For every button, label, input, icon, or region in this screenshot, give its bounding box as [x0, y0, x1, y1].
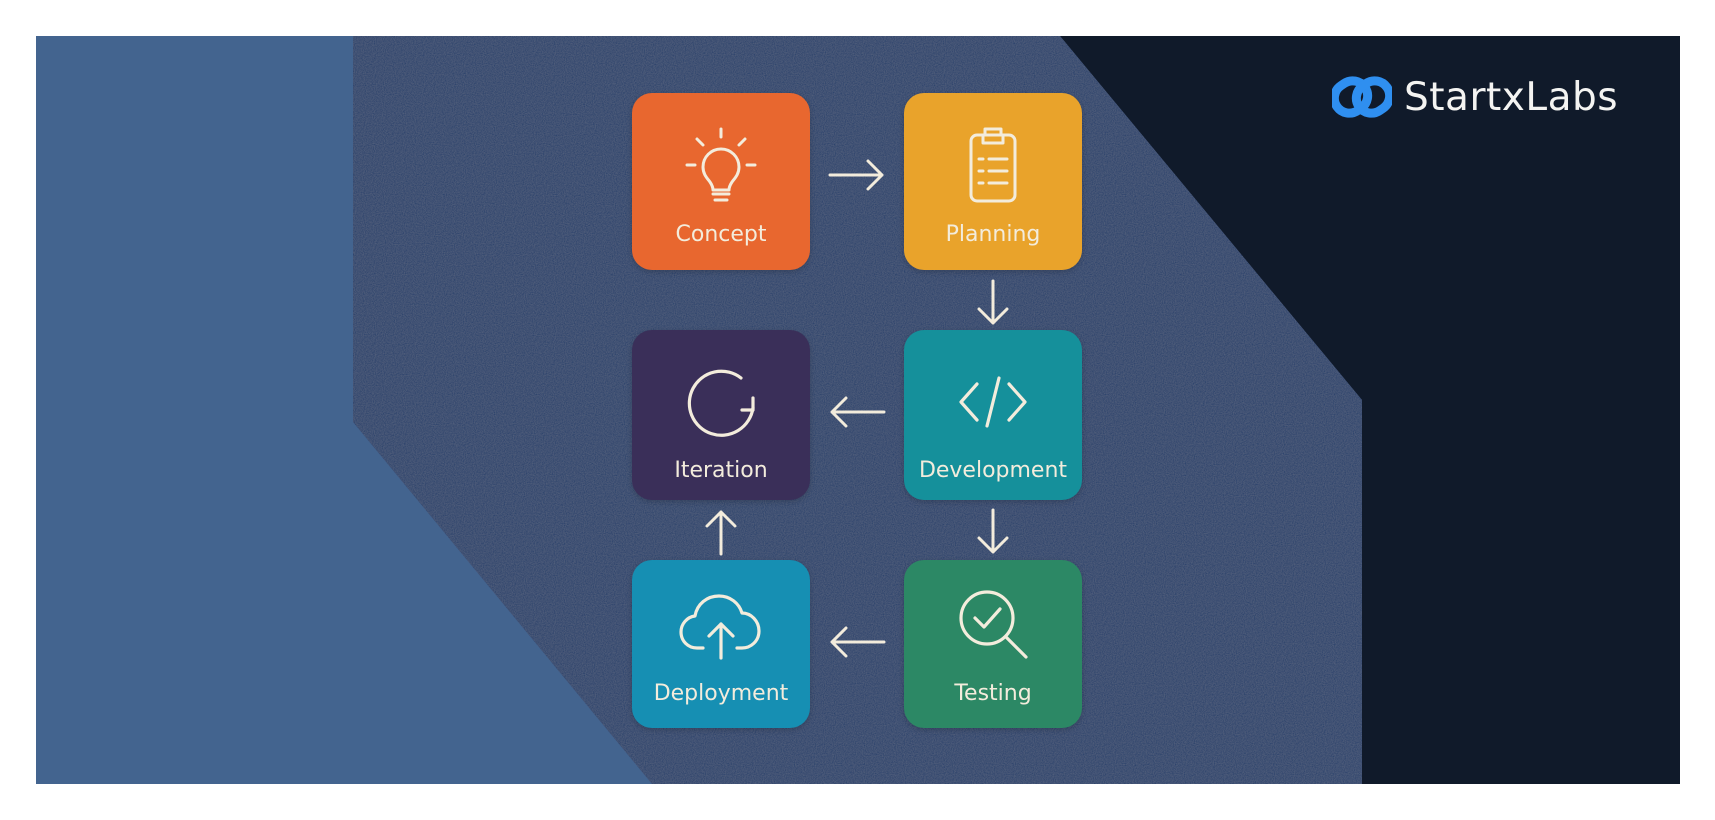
arrow-down-icon — [977, 279, 1009, 325]
magnifier-check-icon — [959, 590, 1028, 659]
code-brackets-icon — [959, 376, 1027, 428]
stage-tile-planning: Planning — [904, 93, 1082, 270]
cloud-upload-icon — [679, 594, 761, 660]
stage-tile-concept: Concept — [632, 93, 810, 270]
arrow-right-icon — [828, 159, 884, 191]
refresh-icon — [687, 369, 755, 437]
stage-label: Deployment — [653, 681, 789, 706]
stage-tile-deployment: Deployment — [632, 560, 810, 728]
arrow-down-icon — [977, 508, 1009, 554]
lightbulb-icon — [685, 127, 757, 202]
background-dark-panel — [1060, 36, 1680, 784]
stage-label: Iteration — [674, 458, 768, 483]
stage-label: Concept — [675, 222, 767, 247]
brand-name: StartxLabs — [1404, 74, 1619, 120]
arrow-left-icon — [830, 626, 886, 658]
brand-logo-group: StartxLabs — [1332, 72, 1618, 122]
stage-tile-development: Development — [904, 330, 1082, 500]
stage-label: Development — [918, 458, 1068, 483]
stage-label: Testing — [954, 681, 1032, 706]
stage-tile-iteration: Iteration — [632, 330, 810, 500]
stage-tile-testing: Testing — [904, 560, 1082, 728]
background-navy-band — [353, 36, 1362, 784]
clipboard-icon — [969, 127, 1017, 203]
arrow-left-icon — [830, 396, 886, 428]
chain-link-icon — [1332, 76, 1392, 118]
stage-label: Planning — [945, 222, 1041, 247]
arrow-up-icon — [705, 510, 737, 556]
